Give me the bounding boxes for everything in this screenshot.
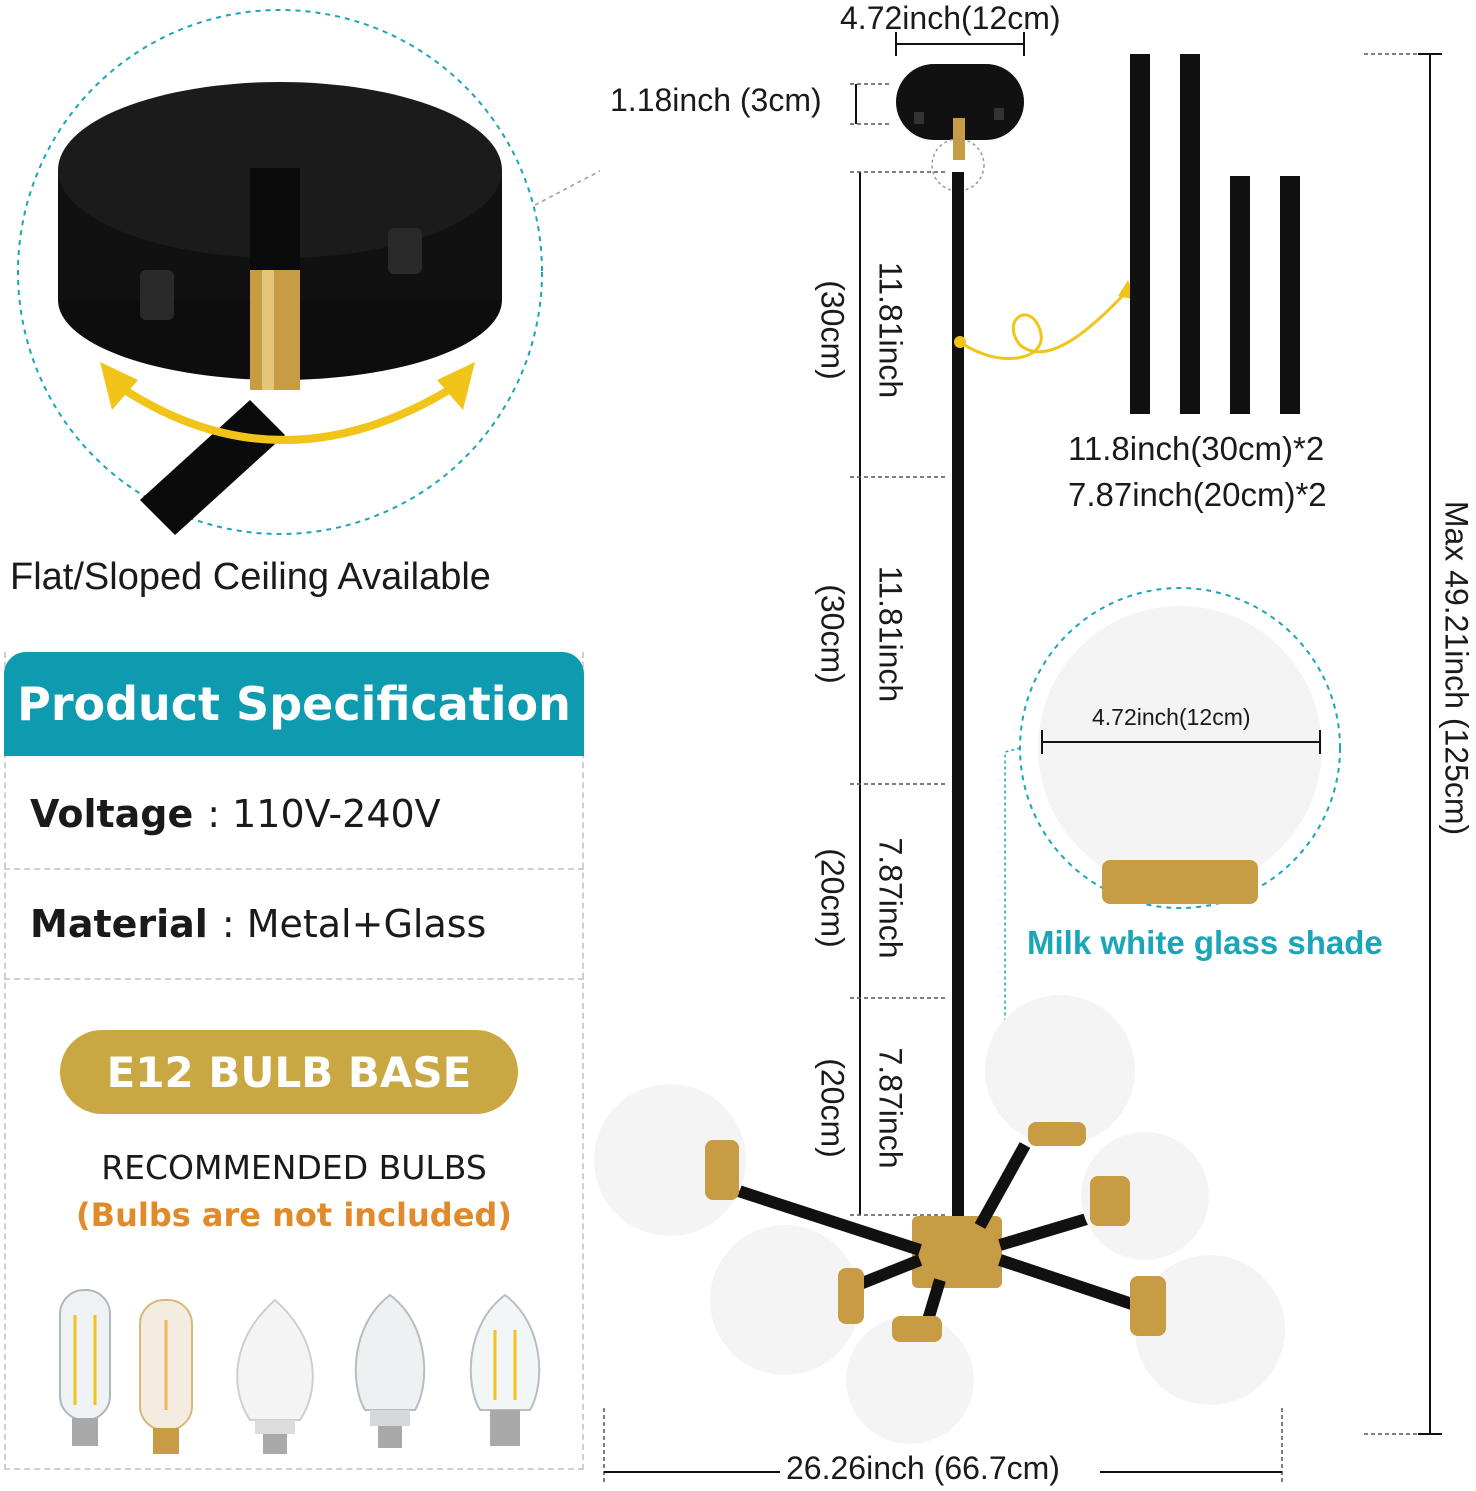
bulb-led-candle-icon — [236, 1298, 314, 1454]
dim-width: 26.26inch (66.7cm) — [786, 1450, 1060, 1486]
dim-rods-long: 11.8inch(30cm)*2 — [1068, 430, 1325, 467]
dim-rod1-cm: (30cm) — [814, 280, 851, 380]
bulb-chrome-candle-icon — [354, 1293, 426, 1448]
chandelier-diagram — [594, 32, 1442, 1482]
spec-val-voltage: : 110V-240V — [207, 792, 441, 836]
dim-rod2-cm: (30cm) — [814, 584, 851, 684]
bulb-filament-candle-icon — [469, 1293, 541, 1446]
dim-max-height: Max 49.21inch (125cm) — [1438, 500, 1475, 836]
spec-row-material: Material : Metal+Glass — [4, 870, 584, 980]
glass-shade-label: Milk white glass shade — [1027, 924, 1383, 961]
spec-header: Product Specification — [4, 652, 584, 756]
spec-row-voltage: Voltage : 110V-240V — [4, 760, 584, 870]
dim-rods-short: 7.87inch(20cm)*2 — [1068, 476, 1327, 513]
dim-rod3-cm: (20cm) — [814, 848, 851, 948]
dim-rod3: 7.87inch — [872, 837, 909, 959]
bulb-amber-tube-icon — [139, 1299, 193, 1454]
spec-val-material: : Metal+Glass — [221, 902, 487, 946]
dim-rod2: 11.81inch — [872, 565, 909, 703]
dim-canopy-width: 4.72inch(12cm) — [840, 0, 1061, 36]
dim-rod4-cm: (20cm) — [814, 1058, 851, 1158]
bulb-illustrations — [59, 1289, 541, 1454]
dim-globe-diameter: 4.72inch(12cm) — [1092, 704, 1251, 730]
recommended-bulbs-title: RECOMMENDED BULBS — [101, 1148, 487, 1187]
bulb-tubular-icon — [59, 1289, 111, 1446]
bulb-base-badge: E12 BULB BASE — [60, 1030, 518, 1114]
dim-rod1: 11.81inch — [872, 261, 909, 399]
ceiling-detail-illustration — [17, 9, 600, 535]
spec-card — [4, 652, 584, 1470]
ceiling-caption: Flat/Sloped Ceiling Available — [10, 556, 491, 598]
dim-rod4: 7.87inch — [872, 1047, 909, 1169]
bulbs-not-included-note: (Bulbs are not included) — [76, 1196, 512, 1234]
spec-key-material: Material — [30, 902, 208, 946]
spec-key-voltage: Voltage — [30, 792, 194, 836]
dim-canopy-height: 1.18inch (3cm) — [610, 82, 822, 118]
